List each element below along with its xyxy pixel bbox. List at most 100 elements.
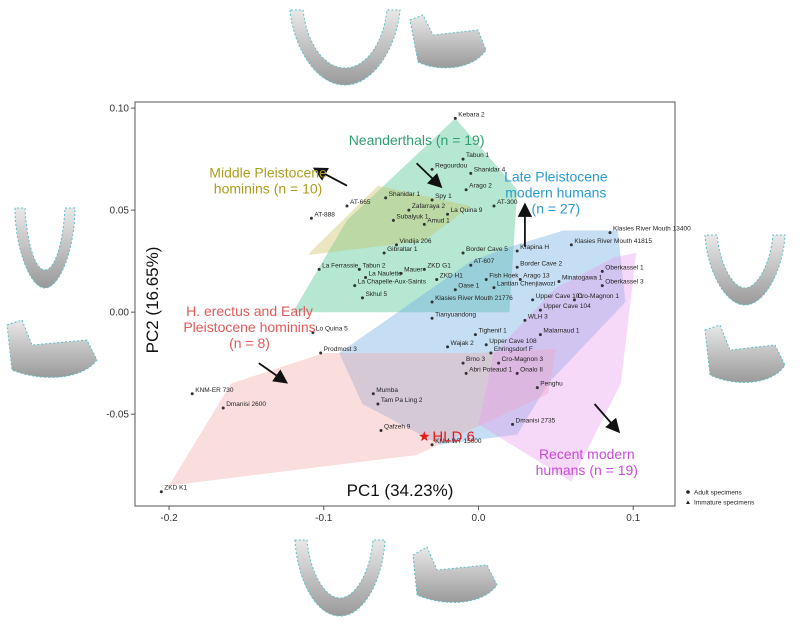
specimen-point-60 — [379, 429, 383, 433]
specimen-label-38: Upper Cave 101 — [536, 293, 584, 300]
specimen-label-0: Kebara 2 — [458, 111, 485, 118]
specimen-point-54 — [535, 386, 539, 390]
specimen-label-15: Gibraltar 1 — [387, 246, 418, 253]
hld6-highlight: HLD 6 — [419, 429, 475, 446]
mandible-left-side-icon — [6, 319, 98, 378]
specimen-label-20: AT-607 — [474, 258, 495, 265]
specimen-label-57: Dmanisi 2600 — [226, 401, 266, 408]
specimen-label-59: Dmanisi 2735 — [516, 417, 556, 424]
specimen-point-22 — [422, 267, 426, 271]
specimen-label-13: AT-888 — [314, 211, 335, 218]
specimen-label-45: Malarnaud 1 — [543, 328, 580, 335]
specimen-label-18: Klasies River Mouth 13400 — [613, 226, 691, 233]
hld6-star-marker — [419, 431, 430, 442]
specimen-point-62 — [159, 490, 163, 494]
hld6-label: HLD 6 — [432, 429, 475, 446]
specimen-label-49: Ehringsdorf F — [494, 346, 533, 353]
specimen-label-41: Lo Quina 5 — [316, 326, 348, 333]
specimen-label-3: Shanidar 4 — [474, 166, 506, 173]
specimen-label-50: Brno 3 — [466, 356, 486, 363]
specimen-label-33: Oase 1 — [458, 283, 479, 290]
specimen-point-1 — [461, 157, 465, 161]
specimen-point-44 — [473, 333, 477, 337]
specimen-point-0 — [453, 116, 457, 120]
specimen-point-18 — [608, 231, 612, 235]
specimen-label-47: Wajak 2 — [451, 340, 475, 347]
specimen-label-32: La Chapelle-Aux-Saints — [358, 279, 427, 286]
group-label-3-line-2: (n = 8) — [229, 335, 270, 351]
y-axis-label: PC2 (16.65%) — [143, 247, 162, 354]
x-tick-label-1: -0.1 — [315, 513, 333, 524]
specimen-point-36 — [360, 296, 364, 300]
specimen-point-25 — [399, 271, 403, 275]
specimen-label-6: Spy 1 — [435, 193, 452, 200]
specimen-label-58: Tam Pa Ling 2 — [381, 397, 423, 404]
specimen-label-44: Tighenif 1 — [478, 328, 507, 335]
specimen-label-55: KNM-ER 730 — [195, 387, 234, 394]
specimen-point-17 — [515, 249, 519, 253]
specimen-label-4: Arago 2 — [469, 183, 492, 190]
specimen-label-42: Tianyuandong — [435, 311, 476, 318]
specimen-label-60: Qafzeh 9 — [384, 424, 411, 431]
specimen-point-13 — [309, 216, 313, 220]
specimen-point-5 — [384, 196, 388, 200]
group-arrow-0 — [415, 162, 443, 189]
group-label-2-line-1: modern humans — [505, 185, 606, 201]
group-label-0-line-0: Neanderthals (n = 19) — [349, 132, 485, 148]
specimen-label-22: ZKD G1 — [427, 262, 451, 269]
specimen-label-43: WLH 3 — [528, 313, 548, 320]
specimen-point-48 — [484, 343, 488, 347]
specimen-label-23: La Ferrassie — [322, 262, 359, 269]
specimen-point-14 — [394, 243, 398, 247]
specimen-label-48: Upper Cave 108 — [489, 338, 537, 345]
specimen-point-46 — [319, 351, 323, 355]
specimen-point-11 — [391, 218, 395, 222]
specimen-point-6 — [430, 198, 434, 202]
group-label-4-line-1: humans (n = 19) — [536, 462, 638, 478]
group-arrow-4 — [593, 403, 621, 434]
specimen-point-4 — [464, 188, 468, 192]
specimen-point-55 — [190, 392, 194, 396]
y-tick-label-2: 0.00 — [110, 308, 130, 319]
specimen-point-24 — [357, 267, 361, 271]
group-label-3-line-1: Pleistocene hominins — [183, 319, 315, 335]
specimen-point-45 — [538, 333, 542, 337]
specimen-label-25: Mauer — [404, 266, 423, 273]
specimen-point-35 — [600, 284, 604, 288]
mandible-bottom-side-icon — [412, 546, 498, 603]
mandible-top-side-icon — [409, 14, 487, 69]
group-label-1-line-0: Middle Pleistocene — [209, 164, 327, 180]
group-label-4-line-0: Recent modern — [539, 446, 635, 462]
specimen-point-15 — [382, 251, 386, 255]
specimen-label-17: Krapina H — [520, 244, 549, 251]
specimen-point-23 — [317, 267, 321, 271]
group-arrow-3 — [258, 362, 289, 384]
specimen-label-1: Tabun 1 — [466, 152, 490, 159]
specimen-point-59 — [511, 422, 515, 426]
specimen-label-51: Cro-Magnon 3 — [502, 356, 544, 363]
specimen-point-61 — [430, 443, 434, 447]
specimen-label-52: Onalo II — [520, 366, 543, 373]
specimen-label-61: KNM-WT 15000 — [435, 438, 482, 445]
specimen-label-16: Border Cave 5 — [466, 246, 508, 253]
specimen-label-28: ZKD H1 — [440, 273, 464, 280]
mandible-top-front-icon — [289, 9, 401, 86]
legend-adult-marker — [686, 490, 690, 494]
specimen-label-31: Minatogawa 1 — [562, 275, 603, 282]
specimen-label-46: Prodmost 3 — [324, 346, 358, 353]
group-label-1-line-1: hominins (n = 10) — [214, 180, 323, 196]
specimen-label-35: Oberkassel 3 — [605, 279, 644, 286]
specimen-point-32 — [353, 284, 357, 288]
legend-immature-label: Immature specimens — [694, 500, 755, 507]
hull-group-4 — [478, 253, 637, 482]
y-tick-label-0: 0.10 — [110, 104, 130, 115]
specimen-point-57 — [221, 406, 225, 410]
y-axis-ticks: 0.100.050.00-0.05 — [106, 104, 135, 421]
x-tick-label-0: -0.2 — [160, 513, 178, 524]
x-axis-label: PC1 (34.23%) — [347, 481, 454, 500]
specimen-label-37: Klasies River Mouth 21776 — [435, 295, 513, 302]
